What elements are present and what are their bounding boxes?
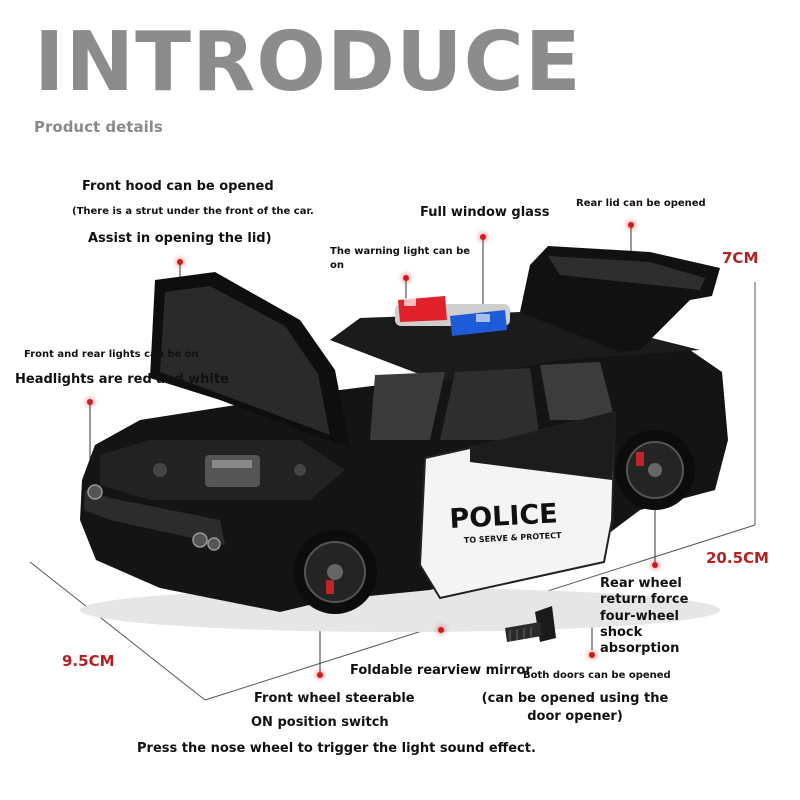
marker-dot	[589, 652, 595, 658]
label-doors-line1: Both doors can be opened	[523, 670, 671, 681]
marker-dot	[403, 275, 409, 281]
label-sound-effect: Press the nose wheel to trigger the ligh…	[137, 741, 536, 756]
marker-dot	[87, 399, 93, 405]
label-rear-wheel: Rear wheel return force four-wheel shock…	[600, 576, 689, 656]
dimension-width: 9.5CM	[62, 652, 115, 670]
marker-dot	[652, 562, 658, 568]
label-warning-light: The warning light can be on	[330, 246, 471, 271]
label-full-window-glass: Full window glass	[420, 205, 550, 220]
dimension-height: 7CM	[722, 249, 759, 267]
label-hood-line2: (There is a strut under the front of the…	[72, 206, 314, 217]
label-rearview-mirror: Foldable rearview mirror	[350, 663, 532, 678]
label-lights-line2: Headlights are red and white	[15, 372, 229, 387]
label-lights-line1: Front and rear lights can be on	[24, 349, 199, 360]
label-hood-line3: Assist in opening the lid)	[88, 231, 272, 246]
page-subtitle: Product details	[34, 118, 163, 136]
marker-dot	[480, 234, 486, 240]
marker-dot	[177, 259, 183, 265]
label-front-wheel: Front wheel steerable	[254, 691, 415, 706]
label-doors-line2: (can be opened using the door opener)	[481, 691, 669, 724]
label-on-switch: ON position switch	[251, 715, 389, 730]
label-rear-lid: Rear lid can be opened	[576, 198, 706, 209]
door-opener-screw	[505, 606, 556, 642]
marker-dot	[438, 627, 444, 633]
dimension-length: 20.5CM	[706, 549, 769, 567]
marker-dot	[317, 672, 323, 678]
label-hood-line1: Front hood can be opened	[82, 179, 274, 194]
page-title: INTRODUCE	[34, 15, 582, 110]
door-police-text: POLICE	[449, 498, 559, 535]
marker-dot	[628, 222, 634, 228]
